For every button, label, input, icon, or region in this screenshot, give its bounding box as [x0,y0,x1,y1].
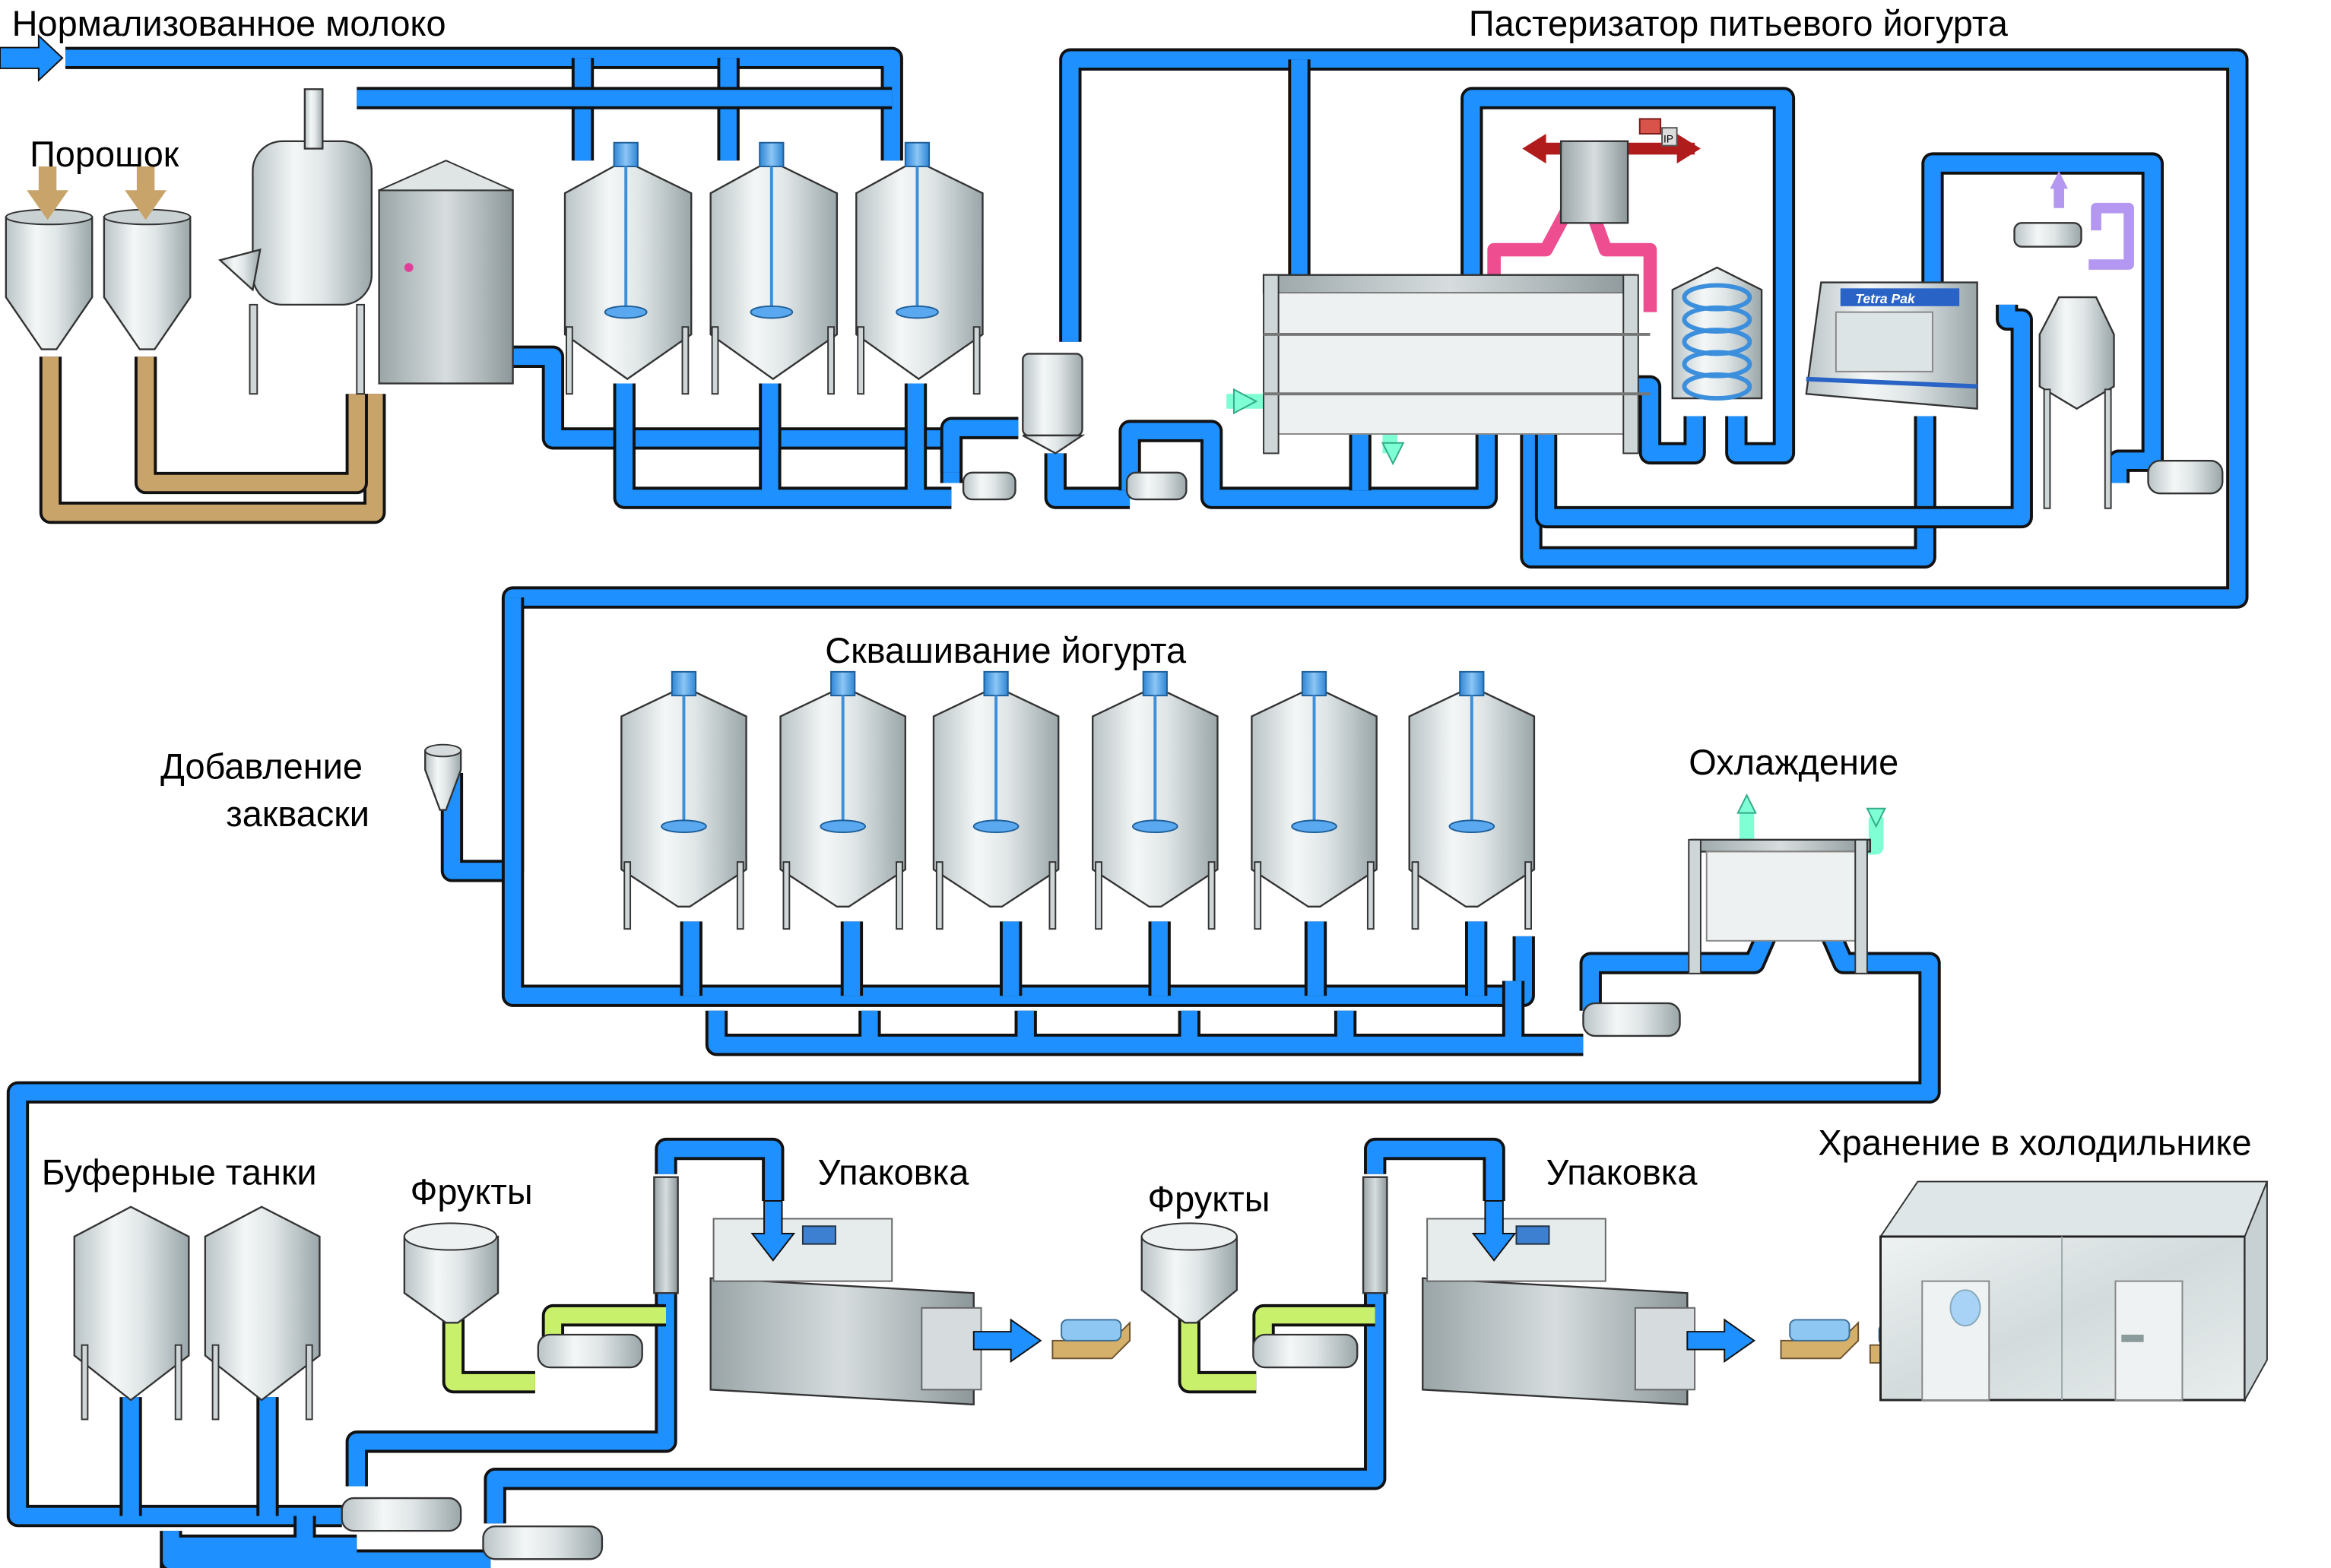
steam-in-arrow [1676,133,1701,164]
cooling-out-arrow [1381,442,1405,466]
mixing-tank-3 [855,141,984,395]
door-window [1949,1289,1981,1327]
pump-1 [962,471,1016,501]
pump-buffer-1 [341,1497,462,1532]
fermentation-tank-5 [1251,670,1378,930]
fermentation-tank-1 [620,670,747,930]
powder-hopper-1 [5,208,94,350]
packaging-machine-1 [709,1218,982,1406]
mixing-tank-2 [709,141,839,395]
cooling-return-arrow [1736,793,1757,814]
label-cold-storage: Хранение в холодильнике [1818,1123,2251,1162]
label-powder: Порошок [30,135,179,174]
pump-3 [2147,460,2224,495]
cooler-plate-heat-exchanger [1688,838,1872,974]
label-fruits-1: Фрукты [411,1172,533,1212]
pump-fruit-1 [537,1333,643,1369]
fermentation-tank-3 [932,670,1060,930]
product-crate-1 [1051,1319,1131,1360]
deaerator [2013,222,2115,509]
balance-tank [1022,353,1086,455]
label-starter-line1: Добавление [160,747,363,787]
fermentation-tank-2 [779,670,906,930]
cold-storage-room [1879,1180,2269,1403]
holding-tube-tank [1671,266,1763,401]
powder-arrow-1 [27,166,68,220]
fruit-tank-1 [403,1222,500,1324]
product-pipes-row3 [119,1137,1505,1568]
powder-hopper-2 [103,208,192,350]
label-packaging-1: Упаковка [817,1152,969,1192]
label-fruits-2: Фрукты [1148,1180,1270,1219]
pump-4 [1582,1002,1681,1037]
steam-out-arrow [1522,133,1546,164]
fruit-tank-2 [1140,1222,1238,1324]
fill-arrow-2 [1471,1200,1517,1262]
output-arrow-1 [972,1318,1042,1364]
vacuum-out-arrow [2050,170,2068,189]
powder-arrow-2 [125,166,166,220]
fermentation-tanks [620,670,1536,930]
pump-fruit-2 [1252,1333,1359,1369]
label-buffer-tanks: Буферные танки [42,1152,317,1192]
pump-buffer-2 [482,1525,604,1560]
pump-2 [1125,471,1188,501]
packaging-machine-2 [1422,1218,1696,1406]
hot-water-heat-exchanger: IP [1559,118,1678,224]
output-arrow-2 [1686,1318,1756,1364]
product-crate-2 [1780,1319,1860,1360]
homogenizer: Tetra Pak [1805,281,1978,410]
valve-tag: IP [1663,134,1673,145]
fermentation-tank-4 [1092,670,1219,930]
tetra-pak-logo: Tetra Pak [1855,291,1916,306]
label-cooling: Охлаждение [1689,743,1898,782]
mixing-tank-1 [563,141,693,395]
fill-arrow-1 [750,1200,796,1262]
powder-mixing-unit [217,88,514,395]
label-fermentation: Сквашивание йогурта [825,631,1187,670]
label-starter-line2: закваски [226,794,369,834]
fruit-dosing-unit-2 [1362,1176,1388,1294]
label-pasteurizer: Пастеризатор питьевого йогурта [1469,4,2009,43]
label-packaging-2: Упаковка [1546,1152,1698,1192]
buffer-tank-2 [204,1205,321,1421]
mixing-tanks [563,141,984,395]
plate-heat-exchanger [1262,274,1651,455]
label-normalized-milk: Нормализованное молоко [12,4,446,43]
cooling-in-arrow [1232,388,1258,415]
cooling-supply-arrow [1866,807,1886,828]
milk-inlet-arrow [0,33,64,82]
fruit-dosing-unit-1 [653,1176,679,1294]
fermentation-tank-6 [1408,670,1536,930]
starter-culture-dosing [424,743,462,811]
powder-pipes [39,356,386,524]
buffer-tank-1 [73,1205,190,1421]
